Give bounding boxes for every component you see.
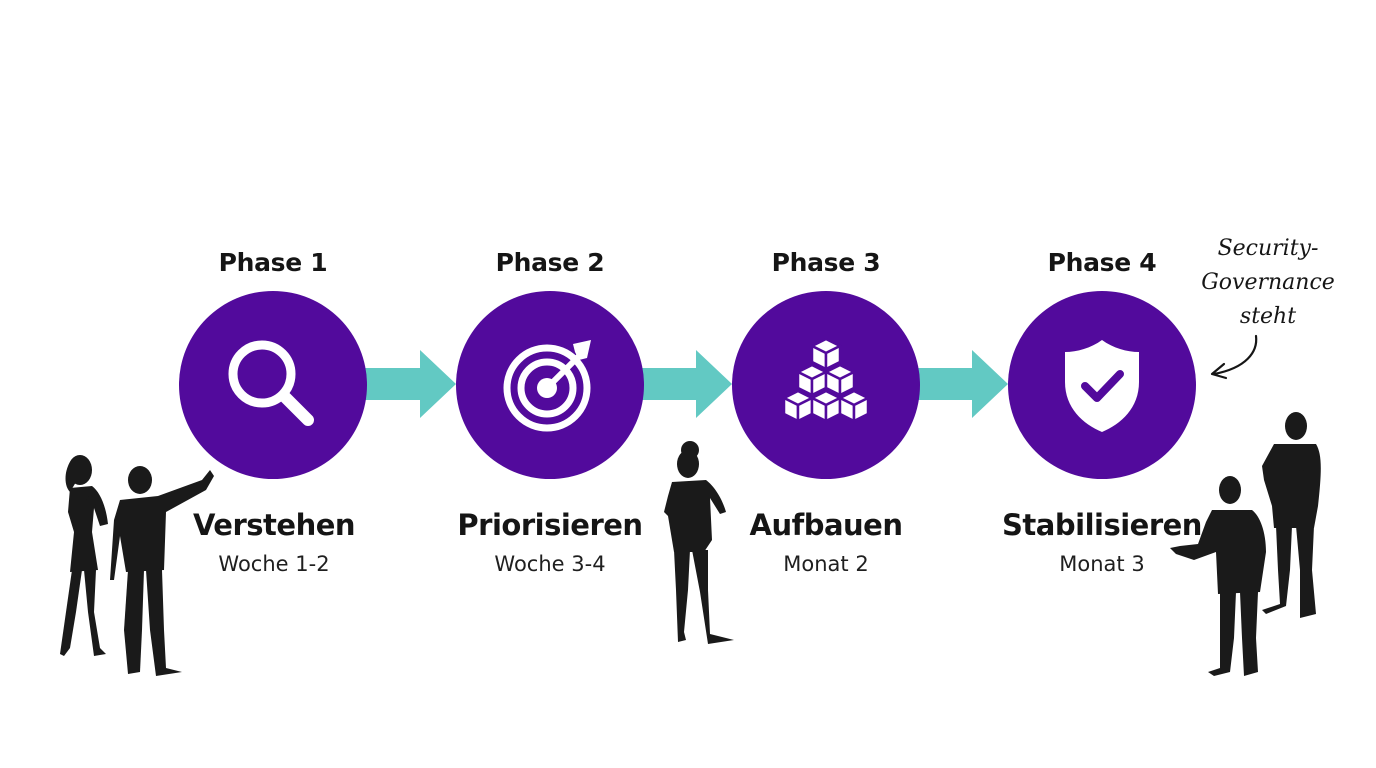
man-standing-silhouette [1262,412,1321,618]
magnifier-icon [228,340,314,426]
annotation-line-2: Governance [1201,270,1335,295]
annotation-line-3: steht [1239,304,1297,329]
shield-check-icon [1065,340,1139,432]
woman-silhouette-center [664,441,734,644]
phase-4-circle [1008,291,1196,479]
target-icon [503,340,591,432]
governance-annotation: Security- Governance steht [1178,232,1358,334]
phase-4-label: Phase 4 [1047,248,1157,277]
phase-2-circle [456,291,644,479]
man-pointing-silhouette [110,466,214,676]
cubes-icon [782,337,870,423]
phase-4-duration: Monat 3 [1059,552,1145,576]
phase-3-title: Aufbauen [749,508,904,542]
arrow-3-4-icon [914,350,1008,418]
phase-4-title: Stabilisieren [1002,508,1202,542]
phase-3-label: Phase 3 [771,248,881,277]
phase-2-title: Priorisieren [457,508,643,542]
arrow-2-3-icon [638,350,732,418]
man-presenting-silhouette [1170,476,1266,676]
phase-1-duration: Woche 1-2 [218,552,330,576]
phase-3-circle [732,291,920,479]
arrow-1-2-icon [362,350,456,418]
phase-3-duration: Monat 2 [783,552,869,576]
phase-2-duration: Woche 3-4 [494,552,606,576]
phase-1-circle [179,291,367,479]
annotation-line-1: Security- [1217,236,1319,261]
phase-2-label: Phase 2 [495,248,605,277]
woman-silhouette-left [60,455,108,656]
phase-1-label: Phase 1 [218,248,328,277]
annotation-arrow-icon [1210,334,1258,380]
phase-1-title: Verstehen [192,508,356,542]
